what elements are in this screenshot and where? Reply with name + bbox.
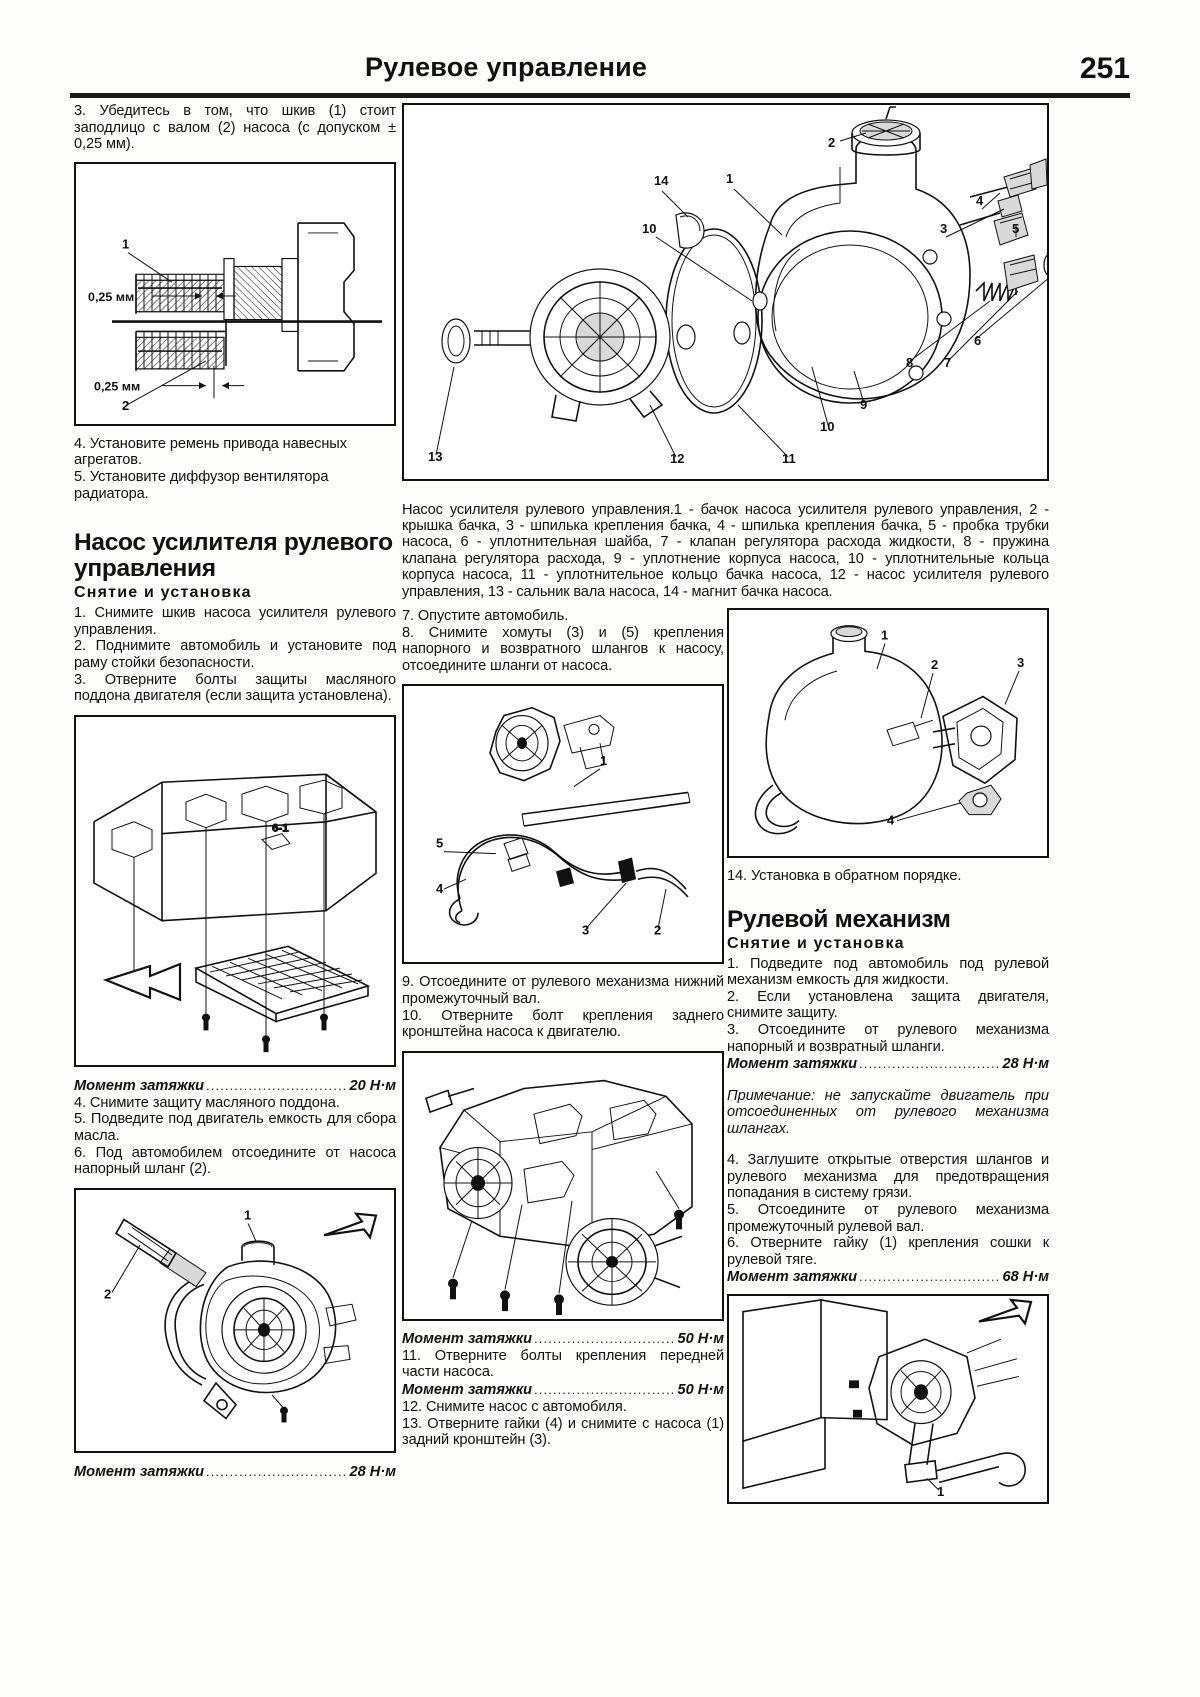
svg-text:1: 1: [122, 237, 129, 252]
svg-text:2: 2: [828, 135, 835, 150]
left-step-5: 5. Установите диффузор вентилятора радиа…: [74, 468, 329, 502]
svg-text:1: 1: [881, 628, 888, 643]
left-step-3: 3. Убедитесь в том, что шкив (1) стоит з…: [74, 103, 396, 153]
mid-step-13: 13. Отверните гайки (4) и снимите с насо…: [402, 1415, 724, 1449]
svg-text:7: 7: [944, 355, 951, 370]
left-step-1: 1. Снимите шкив насоса усилителя рулевог…: [74, 605, 396, 638]
left-column: 3. Убедитесь в том, что шкив (1) стоит з…: [74, 103, 396, 1481]
figure-pump-hoses-clamps: 1 5 4 3 2: [402, 684, 724, 965]
figure-pump-rear-bracket-bolt: [402, 1050, 724, 1321]
mid-step-7: 7. Опустите автомобиль.: [402, 608, 569, 624]
mid-torque-1-value: 50 Н·м: [677, 1330, 724, 1347]
right-column: 1 2 3 4 14. Установка в обратном порядке…: [727, 608, 1049, 1505]
mid-torque-2-label: Момент затяжки: [402, 1381, 533, 1398]
section-title-pump: Насос усилителя рулевого управления: [74, 529, 393, 583]
svg-text:10: 10: [642, 221, 656, 236]
right-step-14: 14. Установка в обратном порядке.: [727, 868, 962, 884]
left-step-5b: 5. Подведите под двигатель емкость для с…: [74, 1111, 396, 1144]
svg-text:3: 3: [1017, 655, 1024, 670]
svg-text:10: 10: [820, 419, 834, 434]
left-torque-1-value: 20 Н·м: [349, 1077, 396, 1094]
leader-dots: ........................................…: [206, 1077, 348, 1093]
svg-text:2: 2: [931, 657, 938, 672]
leader-dots: ........................................…: [859, 1056, 1001, 1072]
svg-text:1: 1: [244, 1207, 251, 1222]
main-figure-caption: Насос усилителя рулевого управления.1 - …: [402, 501, 1049, 600]
svg-text:1: 1: [937, 1485, 944, 1500]
svg-text:13: 13: [428, 449, 442, 464]
svg-text:1: 1: [600, 753, 607, 768]
left-step-4: 4. Установите ремень привода навесных аг…: [74, 435, 347, 469]
svg-text:8: 8: [906, 355, 913, 370]
right-torque-1-value: 28 Н·м: [1002, 1056, 1049, 1073]
figure-pump-pressure-hose: 1 2: [74, 1187, 396, 1453]
left-torque-1-label: Момент затяжки: [74, 1077, 205, 1094]
middle-column: 7. Опустите автомобиль. 8. Снимите хомут…: [402, 608, 724, 1449]
figure-power-steering-pump-exploded: 2 14 10 1 4 3 5 6 7 8 9 10 11: [402, 103, 1049, 481]
left-torque-2-value: 28 Н·м: [349, 1463, 396, 1480]
left-torque-1: Момент затяжки .........................…: [74, 1077, 396, 1095]
right-step-1: 1. Подведите под автомобиль под рулевой …: [727, 955, 1049, 989]
right-torque-2-value: 68 Н·м: [1002, 1269, 1049, 1286]
header-divider: [70, 93, 1130, 98]
right-step-3: 3. Отсоедините от рулевого механизма нап…: [727, 1021, 1049, 1055]
figure-steering-gear-pitman-arm: 1: [727, 1294, 1049, 1505]
leader-dots: ........................................…: [534, 1330, 676, 1346]
mid-step-10: 10. Отверните болт крепления заднего кро…: [402, 1007, 724, 1041]
right-step-6: 6. Отверните гайку (1) крепления сошки к…: [727, 1235, 1049, 1268]
figure-engine-sump-guard: 6-1: [74, 714, 396, 1067]
mid-step-11: 11. Отверните болты крепления передней ч…: [402, 1347, 724, 1381]
svg-text:6: 6: [974, 333, 981, 348]
mid-step-8: 8. Снимите хомуты (3) и (5) крепления на…: [402, 624, 724, 674]
page-number: 251: [1079, 52, 1130, 85]
right-step-2: 2. Если установлена защита двигателя, сн…: [727, 988, 1049, 1022]
right-torque-2: Момент затяжки .........................…: [727, 1268, 1049, 1286]
svg-text:4: 4: [887, 813, 895, 828]
svg-text:0,25 мм: 0,25 мм: [94, 379, 140, 393]
svg-text:4: 4: [436, 881, 444, 896]
svg-text:14: 14: [654, 173, 669, 188]
page-header: Рулевое управление 251: [70, 52, 1130, 96]
svg-text:5: 5: [436, 836, 443, 851]
svg-text:4: 4: [976, 193, 984, 208]
svg-text:2: 2: [122, 398, 129, 413]
page-title: Рулевое управление: [365, 52, 648, 82]
svg-text:6-1: 6-1: [272, 822, 289, 834]
mid-torque-1: Момент затяжки .........................…: [402, 1330, 724, 1348]
left-step-2: 2. Поднимите автомобиль и установите под…: [74, 638, 396, 671]
svg-text:2: 2: [104, 1286, 111, 1301]
leader-dots: ........................................…: [206, 1463, 348, 1479]
mid-torque-1-label: Момент затяжки: [402, 1330, 533, 1347]
left-step-6: 6. Под автомобилем отсоедините от насоса…: [74, 1144, 396, 1178]
left-step-4b: 4. Снимите защиту масляного поддона.: [74, 1094, 340, 1111]
svg-text:0,25 мм: 0,25 мм: [88, 290, 134, 304]
left-step-3b: 3. Отверните болты защиты масляного подд…: [74, 671, 396, 705]
mid-torque-2: Момент затяжки .........................…: [402, 1381, 724, 1399]
right-torque-1-label: Момент затяжки: [727, 1056, 858, 1073]
svg-text:2: 2: [654, 923, 661, 938]
section-sub-removal-install: Снятие и установка: [74, 584, 252, 602]
mid-step-9: 9. Отсоедините от рулевого механизма ниж…: [402, 974, 724, 1007]
section-title-steering-gear: Рулевой механизм: [727, 905, 951, 933]
right-torque-2-label: Момент затяжки: [727, 1269, 858, 1286]
figure-pump-rear-bracket-detail: 1 2 3 4: [727, 608, 1049, 858]
svg-text:3: 3: [582, 923, 589, 938]
mid-torque-2-value: 50 Н·м: [677, 1381, 724, 1398]
left-torque-2: Момент затяжки .........................…: [74, 1463, 396, 1481]
figure-pulley-shaft-alignment: 1 2 0,25 мм 0,25 мм: [74, 161, 396, 426]
svg-text:9: 9: [860, 397, 867, 412]
svg-text:3: 3: [940, 221, 947, 236]
mid-step-12: 12. Снимите насос с автомобиля.: [402, 1398, 627, 1415]
leader-dots: ........................................…: [534, 1381, 676, 1397]
leader-dots: ........................................…: [859, 1269, 1001, 1285]
svg-text:12: 12: [670, 451, 684, 466]
svg-text:1: 1: [726, 171, 733, 186]
right-note: Примечание: не запускайте двигатель при …: [727, 1087, 1049, 1137]
right-step-4: 4. Заглушите открытые отверстия шлангов …: [727, 1152, 1049, 1202]
left-torque-2-label: Момент затяжки: [74, 1463, 205, 1480]
right-step-5: 5. Отсоедините от рулевого механизма про…: [727, 1201, 1049, 1235]
main-figure-caption-wrap: Насос усилителя рулевого управления.1 - …: [402, 487, 1049, 615]
right-torque-1: Момент затяжки .........................…: [727, 1055, 1049, 1073]
section-sub-removal-install-2: Снятие и установка: [727, 934, 905, 952]
